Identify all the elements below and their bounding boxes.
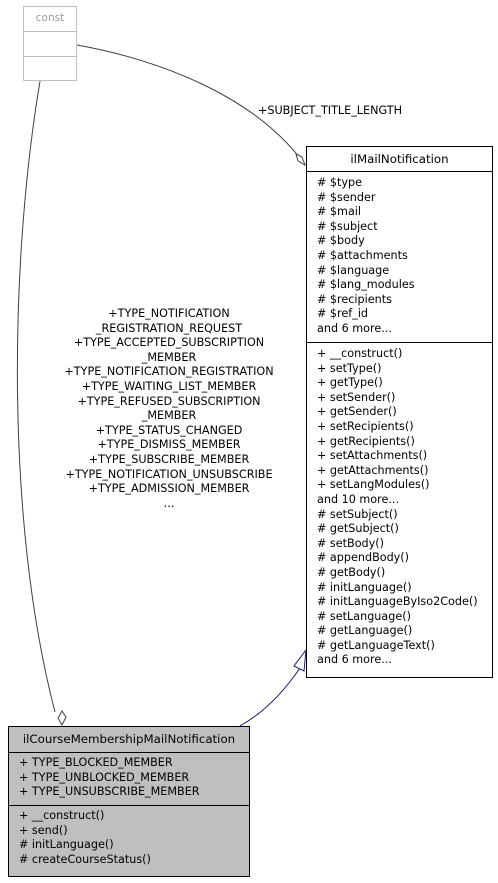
class-operation: # setSubject() [317,507,398,521]
const-class-title: const [24,7,76,32]
edge-label-line: +TYPE_REFUSED_SUBSCRIPTION [77,394,261,408]
edge-label-line: +TYPE_ACCEPTED_SUBSCRIPTION [73,336,265,350]
class-operation: # getBody() [317,565,386,579]
mail-notification-class-box[interactable]: ilMailNotification # $type# $sender# $ma… [306,146,493,678]
subject-title-length-edge [76,44,301,159]
class-operation: + setRecipients() [317,419,414,433]
mail-notification-title: ilMailNotification [307,147,492,172]
class-operation: # appendBody() [317,551,410,565]
class-operation: and 6 more... [317,653,392,667]
class-operation: + __construct() [317,347,403,360]
class-operation: and 10 more... [317,492,400,506]
class-attribute: # $lang_modules [317,278,415,292]
class-attribute: + TYPE_UNBLOCKED_MEMBER [19,770,190,784]
subject-title-length-label: +SUBJECT_TITLE_LENGTH [258,104,402,117]
const-class-box[interactable]: const [23,6,77,81]
class-attribute: # $type [317,176,363,189]
class-attribute: + TYPE_UNSUBSCRIBE_MEMBER [19,785,200,799]
class-attribute: # $body [317,234,365,248]
edge-label-line: _REGISTRATION_REQUEST [95,321,243,335]
class-operation: # initLanguage() [19,838,114,852]
course-membership-notification-title: ilCourseMembershipMailNotification [9,727,249,753]
type-constants-edge [16,80,56,713]
edge-label-line: +TYPE_NOTIFICATION_UNSUBSCRIBE [65,467,273,481]
class-operation: + setSender() [317,390,396,404]
edge-label-line: +TYPE_STATUS_CHANGED [95,423,243,437]
class-operation: # setBody() [317,536,384,550]
class-operation: # createCourseStatus() [19,852,151,866]
class-attribute: # $mail [317,205,362,219]
edge-label-line: _MEMBER [141,350,197,364]
edge-label-line: +TYPE_DISMISS_MEMBER [97,438,241,452]
class-operation: # getLanguage() [317,624,413,638]
inheritance-line [239,667,301,727]
class-attribute: # $subject [317,219,378,233]
class-operation: # setLanguage() [317,609,411,623]
class-operation: # getSubject() [317,522,399,536]
aggregation-diamond-mail [295,153,306,167]
aggregation-diamond-course [57,710,67,727]
class-attribute: # $attachments [317,248,408,262]
course-membership-notification-class-box[interactable]: ilCourseMembershipMailNotification + TYP… [8,726,250,877]
class-operation: + send() [19,823,68,837]
mail-notification-attributes: # $type# $sender# $mail# $subject# $body… [307,172,492,343]
class-operation: # getLanguageText() [317,638,435,652]
course-membership-notification-attributes: + TYPE_BLOCKED_MEMBER+ TYPE_UNBLOCKED_ME… [9,753,249,806]
edge-label-line: +TYPE_ADMISSION_MEMBER [88,482,250,496]
const-attributes-section [24,32,76,57]
type-constants-label: +TYPE_NOTIFICATION_REGISTRATION_REQUEST+… [38,307,300,511]
edge-label-line: +TYPE_NOTIFICATION_REGISTRATION [64,365,274,379]
class-operation: + getRecipients() [317,434,415,448]
edge-label-line: ... [163,496,175,510]
class-operation: # initLanguageByIso2Code() [317,595,478,609]
class-attribute: # $ref_id [317,307,369,321]
class-operation: + setAttachments() [317,449,428,463]
mail-notification-operations: + __construct()+ setType()+ getType()+ s… [307,343,492,668]
class-operation: + setLangModules() [317,478,430,492]
class-attribute: # $sender [317,190,376,204]
edge-label-line: +TYPE_SUBSCRIBE_MEMBER [88,452,250,466]
edge-label-line: +TYPE_NOTIFICATION [108,307,230,320]
class-operation: + __construct() [19,809,105,822]
class-operation: + getType() [317,376,383,390]
class-attribute: # $language [317,263,390,277]
class-operation: # initLanguage() [317,580,412,594]
class-operation: + getSender() [317,405,397,419]
class-operation: + getAttachments() [317,463,429,477]
course-membership-notification-operations: + __construct()+ send()# initLanguage()#… [9,806,249,867]
class-operation: + setType() [317,361,382,375]
class-attribute: and 6 more... [317,321,392,335]
inheritance-arrowhead [293,648,307,672]
edge-label-line: +TYPE_WAITING_LIST_MEMBER [81,379,257,393]
class-attribute: # $recipients [317,292,392,306]
class-attribute: + TYPE_BLOCKED_MEMBER [19,756,173,769]
edge-label-line: _MEMBER [141,409,197,423]
